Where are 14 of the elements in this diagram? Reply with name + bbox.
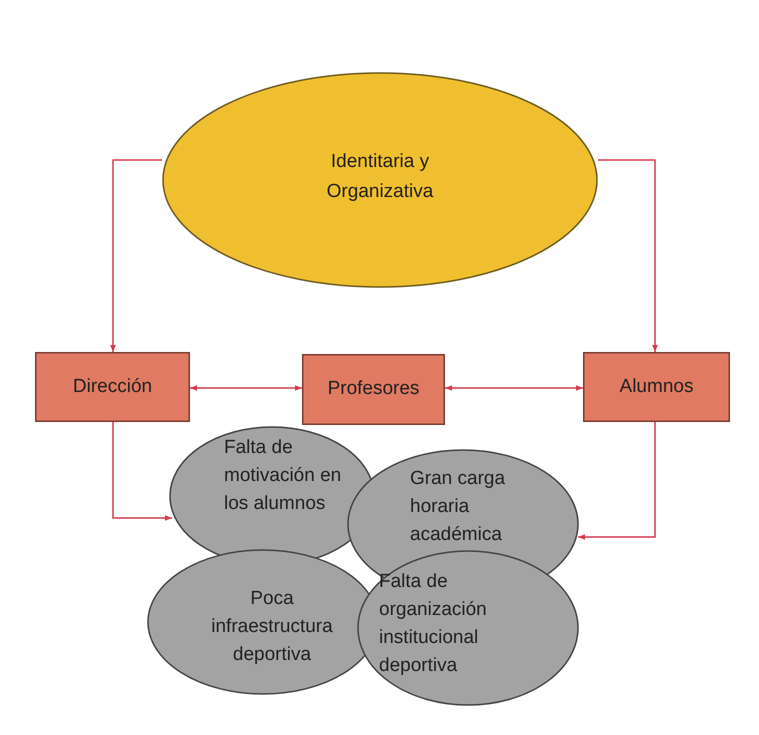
arrow <box>190 385 302 391</box>
node-label: Identitaria y Organizativa <box>326 150 434 204</box>
arrow <box>445 385 583 391</box>
arrow <box>598 159 658 352</box>
arrow <box>110 159 162 352</box>
node-label: Gran carga horaria académica <box>410 467 506 547</box>
node-label: Falta de organización institucional deportiva <box>379 570 488 678</box>
node-label: Dirección <box>72 375 154 399</box>
node-label: Poca infraestructura deportiva <box>210 587 334 667</box>
arrow <box>578 422 656 540</box>
node-label: Alumnos <box>618 375 694 399</box>
arrow <box>112 422 172 521</box>
node-label: Profesores <box>326 377 420 401</box>
node-label: Falta de motivación en los alumnos <box>224 436 342 516</box>
